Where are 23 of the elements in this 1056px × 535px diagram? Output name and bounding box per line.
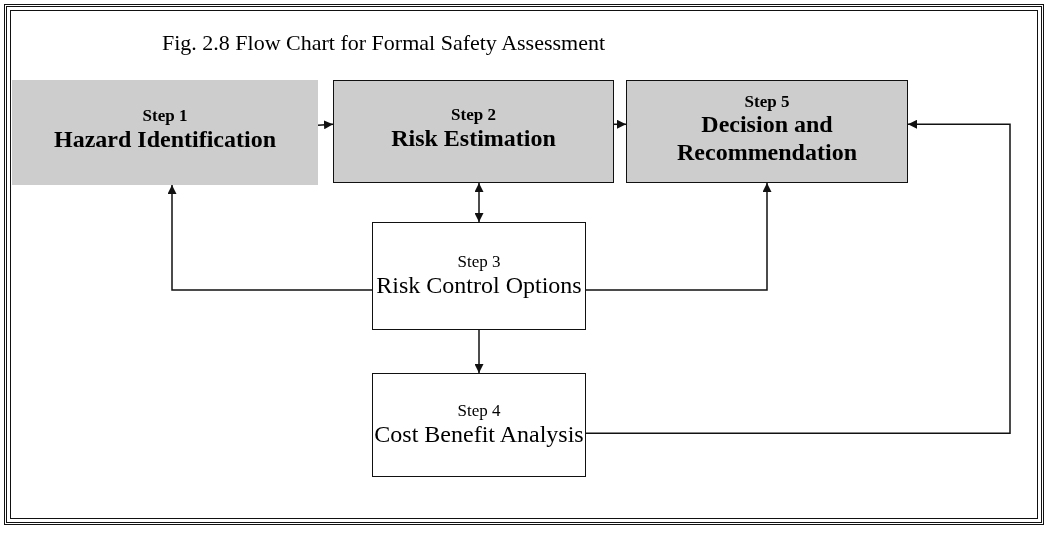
step-title: Hazard Identification	[54, 126, 276, 154]
shaded-process-box	[12, 80, 318, 185]
process-box	[372, 373, 586, 477]
step-label: Step 1	[142, 107, 188, 127]
step-title: Cost Benefit Analysis	[374, 420, 584, 449]
arrow	[474, 182, 484, 223]
arrow	[167, 184, 373, 291]
arrow	[585, 182, 772, 291]
step-label: Step 2	[451, 106, 496, 126]
step-title: Decision and Recommendation	[676, 111, 858, 167]
step-title: Risk Estimation	[391, 125, 556, 153]
step-label: Step 3	[457, 252, 501, 272]
process-box	[372, 222, 586, 330]
arrow	[474, 329, 484, 374]
step-title: Risk Control Options	[376, 271, 582, 300]
arrow	[317, 120, 334, 130]
arrow	[613, 119, 627, 129]
arrow	[585, 119, 1011, 435]
shaded-process-box	[333, 80, 614, 183]
step-label: Step 5	[744, 92, 790, 112]
step-label: Step 4	[457, 401, 501, 421]
diagram-title: Fig. 2.8 Flow Chart for Formal Safety Assessment	[162, 30, 606, 56]
shaded-process-box	[626, 80, 908, 183]
